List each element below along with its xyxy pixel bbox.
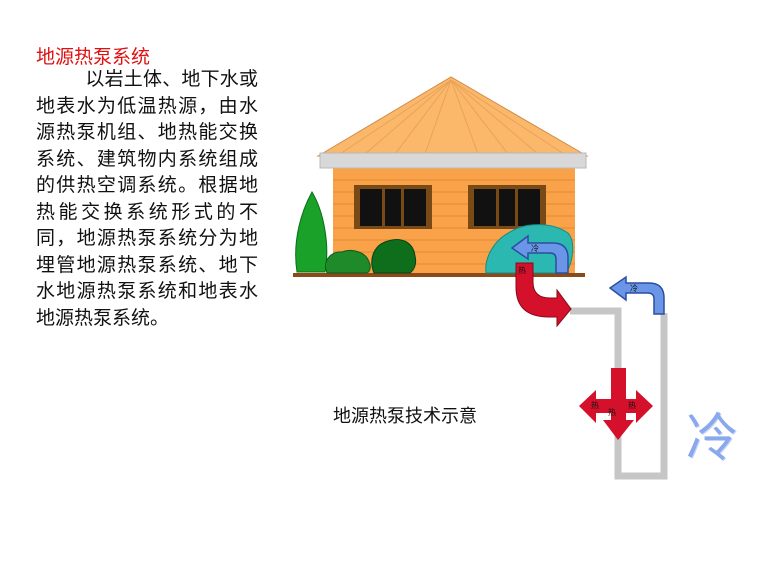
- window-right: [468, 185, 546, 229]
- section-title: 地源热泵系统: [36, 46, 151, 68]
- bush: [371, 239, 417, 274]
- house-cold-arrow: 冷: [510, 234, 569, 274]
- house-hot-label: 热: [518, 265, 526, 275]
- round-shrub: [325, 249, 371, 274]
- heat-arrow-left: [579, 390, 618, 423]
- house-roof: [316, 76, 589, 157]
- ground-strip: [293, 273, 585, 277]
- diagram-caption: 地源热泵技术示意: [333, 406, 477, 427]
- heat-right-label: 热: [628, 400, 636, 410]
- ground-cold-label: 冷: [630, 283, 638, 293]
- body-paragraph: 以岩土体、地下水或地表水为低温热源，由水源热泵机组、地热能交换系统、建筑物内系统…: [36, 68, 258, 329]
- house-eave: [319, 152, 587, 169]
- ground-cold-arrow: 冷: [608, 275, 665, 315]
- heat-left-label: 热: [591, 400, 599, 410]
- tall-shrub: [295, 190, 328, 273]
- heat-bottom-label: 热: [608, 407, 616, 417]
- heat-arrow-right: [618, 390, 653, 423]
- heat-arrow-down: [603, 368, 634, 440]
- house-hot-arrow: 热: [515, 262, 572, 328]
- house-cold-label: 冷: [531, 243, 539, 253]
- ground-pipe: [570, 307, 668, 480]
- window-left: [354, 185, 432, 229]
- heat-spread-arrows: 热 热 热: [579, 368, 653, 440]
- cold-label-large: 冷: [686, 409, 739, 469]
